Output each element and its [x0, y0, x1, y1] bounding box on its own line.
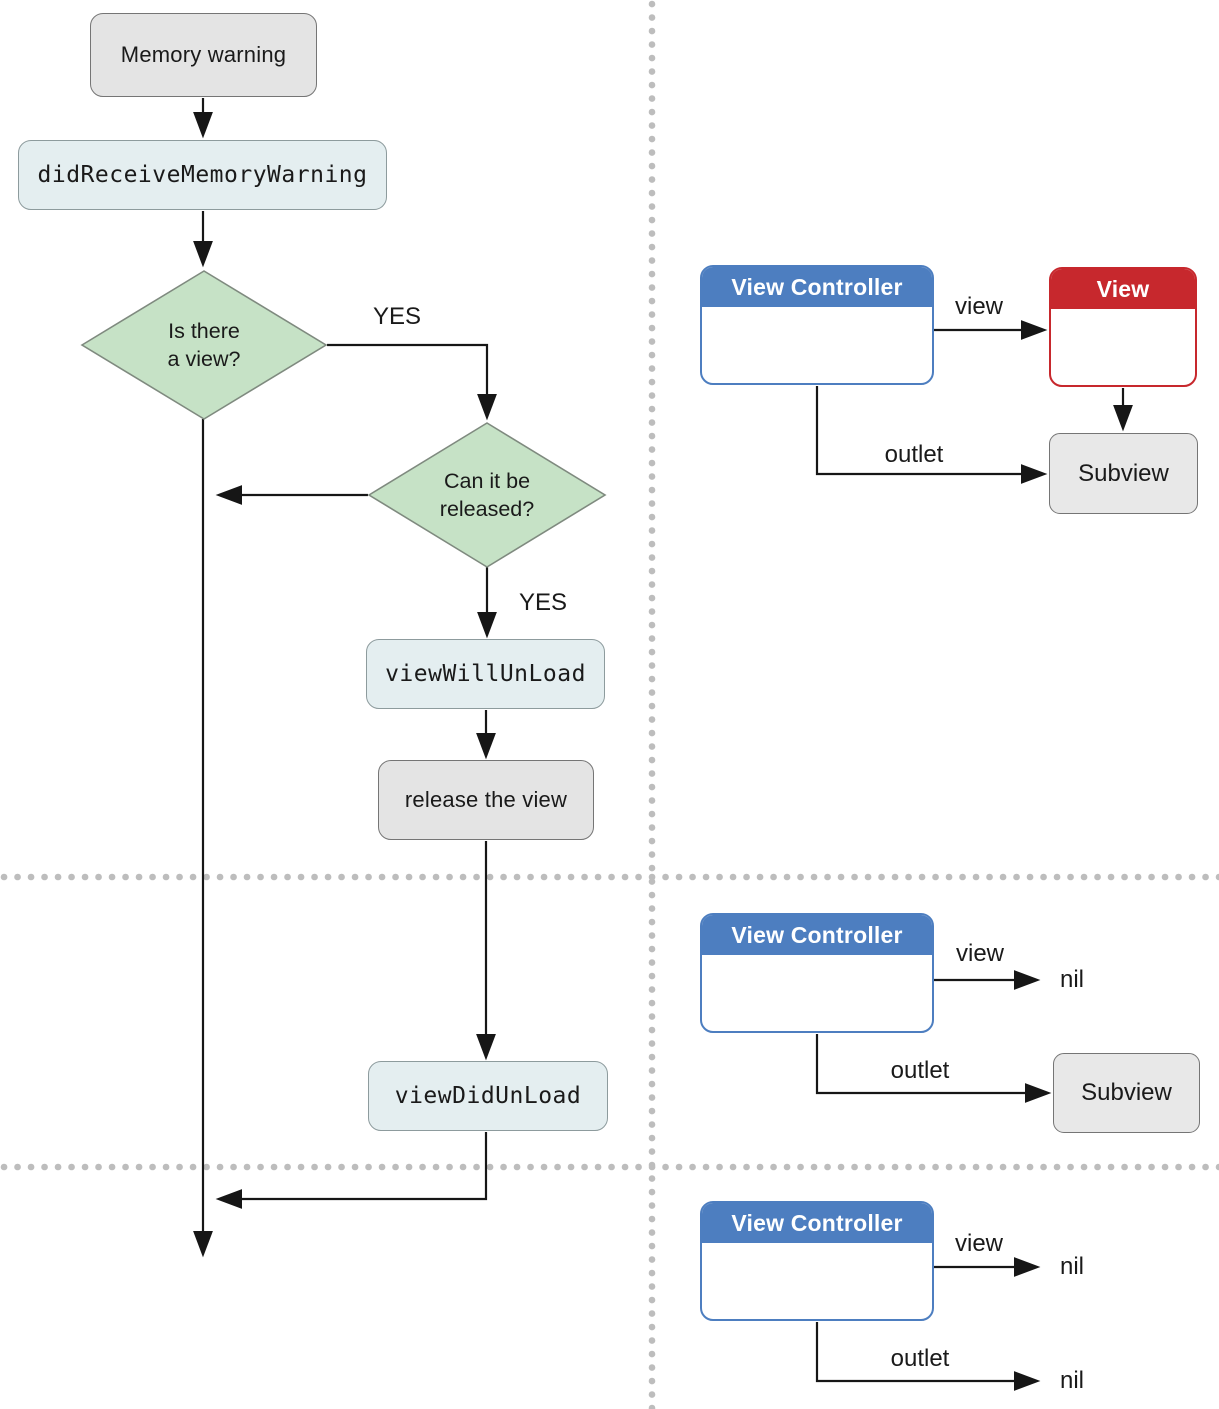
- decision-diamonds: [80, 270, 607, 568]
- view-controller-title-2: View Controller: [702, 915, 932, 955]
- view-controller-title-3: View Controller: [702, 1203, 932, 1243]
- decision-line: released?: [439, 497, 535, 521]
- flow-arrows: [193, 98, 1133, 1391]
- edge-label-yes-2: YES: [518, 589, 568, 616]
- view-controller-title-1: View Controller: [702, 267, 932, 307]
- view-edge-label-3: view: [954, 1230, 1004, 1257]
- decision-line: Can it be: [443, 469, 531, 493]
- decision-is-there-a-view-shape: [80, 270, 328, 420]
- subview-box-1: Subview: [1049, 433, 1198, 514]
- node-memory-warning: Memory warning: [90, 13, 317, 97]
- node-did-receive-memory-warning: didReceiveMemoryWarning: [18, 140, 387, 210]
- decision-is-there-a-view-label: Is there a view?: [104, 317, 304, 373]
- view-box: View: [1049, 267, 1197, 387]
- view-edge-label-1: view: [954, 293, 1004, 320]
- decision-can-it-be-released-label: Can it be released?: [387, 467, 587, 523]
- view-controller-box-2: View Controller: [700, 913, 934, 1033]
- subview-box-2: Subview: [1053, 1053, 1200, 1133]
- node-release-the-view: release the view: [378, 760, 594, 840]
- outlet-edge-label-3: outlet: [890, 1345, 950, 1372]
- view-title: View: [1051, 269, 1195, 309]
- view-nil-value-2: nil: [1059, 966, 1085, 993]
- node-view-will-unload: viewWillUnLoad: [366, 639, 605, 709]
- view-controller-box-1: View Controller: [700, 265, 934, 385]
- outlet-edge-label-1: outlet: [884, 441, 944, 468]
- node-view-did-unload: viewDidUnLoad: [368, 1061, 608, 1131]
- view-edge-label-2: view: [955, 940, 1005, 967]
- view-nil-value-3: nil: [1059, 1253, 1085, 1280]
- outlet-edge-label-2: outlet: [890, 1057, 950, 1084]
- edge-label-yes-1: YES: [372, 303, 422, 330]
- decision-line: Is there: [168, 319, 240, 343]
- decision-can-it-be-released-shape: [367, 422, 607, 568]
- view-controller-box-3: View Controller: [700, 1201, 934, 1321]
- outlet-nil-value-3: nil: [1059, 1367, 1085, 1394]
- decision-line: a view?: [167, 347, 241, 371]
